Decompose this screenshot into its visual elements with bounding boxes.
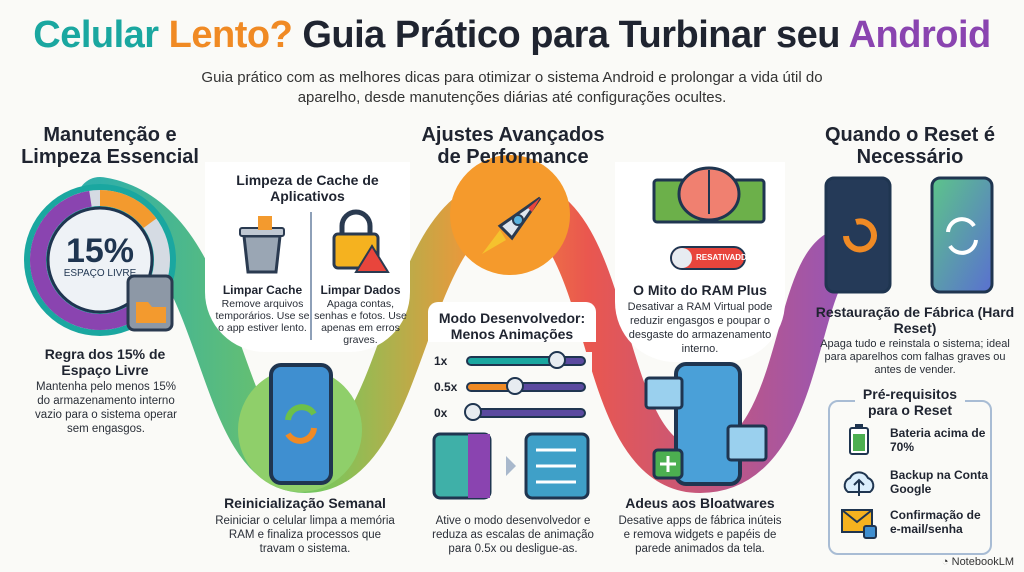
ram-plus-toggle[interactable]: RESATIVADD xyxy=(670,246,747,270)
slider-label: 0x xyxy=(434,406,448,420)
bloatware-phone-icon xyxy=(644,362,768,486)
gauge-label: ESPAÇO LIVRE xyxy=(63,268,137,279)
prereq-heading: Pré-requisitos para o Reset xyxy=(855,386,965,418)
reset-title: Restauração de Fábrica (Hard Reset) xyxy=(815,304,1015,336)
animation-slider-1x[interactable] xyxy=(466,351,586,369)
slider-label: 1x xyxy=(434,354,448,368)
dev-text: Ative o modo desenvolvedor e reduza as e… xyxy=(432,515,594,555)
sync-phone-icon xyxy=(930,176,994,294)
animation-sliders: 1x 0.5x 0x xyxy=(432,351,592,430)
maintenance-heading: Manutenção e Limpeza Essencial xyxy=(21,124,199,168)
clear-cache-title: Limpar Cache xyxy=(222,283,303,297)
toggle-label: RESATIVADD xyxy=(696,253,747,262)
bloat-text: Desative apps de fábrica inúteis e remov… xyxy=(618,515,782,555)
slider-thumb[interactable] xyxy=(506,377,524,395)
animation-transition-icon xyxy=(432,432,590,500)
lock-warning-icon xyxy=(332,209,390,273)
email-lock-icon xyxy=(841,509,877,539)
clear-data-title: Limpar Dados xyxy=(320,283,401,297)
divider xyxy=(310,212,312,340)
slider-thumb[interactable] xyxy=(464,403,482,421)
battery-icon xyxy=(849,424,869,455)
restart-phone-icon xyxy=(269,363,333,485)
restart-title: Reinicialização Semanal xyxy=(224,495,386,511)
page-title: Celular Lento? Guia Prático para Turbina… xyxy=(33,14,991,56)
slider-thumb[interactable] xyxy=(548,351,566,369)
toggle-thumb[interactable] xyxy=(672,248,692,268)
cloud-upload-icon xyxy=(843,471,875,496)
ram-title: O Mito do RAM Plus xyxy=(633,282,767,298)
animation-slider-0-5x[interactable] xyxy=(466,377,586,395)
prereq-item: Bateria acima de 70% xyxy=(890,426,986,454)
cache-heading: Limpeza de Cache de Aplicativos xyxy=(236,172,379,204)
dev-card xyxy=(428,302,596,342)
bloat-title: Adeus aos Bloatwares xyxy=(625,495,775,511)
ram-text: Desativar a RAM Virtual pode reduzir eng… xyxy=(627,301,773,355)
animation-slider-0x[interactable] xyxy=(464,403,586,421)
clear-cache-text: Remove arquivos temporários. Use se o ap… xyxy=(215,298,310,334)
rule-title: Regra dos 15% de Espaço Livre xyxy=(44,346,166,378)
prereq-item: Backup na Conta Google xyxy=(890,468,989,496)
notebooklm-logo: ◔ NotebookLM xyxy=(941,556,1014,568)
reset-phone-icon xyxy=(824,176,892,294)
rocket-circle xyxy=(450,155,570,275)
brand-label: NotebookLM xyxy=(951,556,1014,568)
trash-icon xyxy=(239,216,285,274)
prereq-item: Confirmação de e-mail/senha xyxy=(890,508,981,536)
restart-text: Reiniciar o celular limpa a memória RAM … xyxy=(215,515,395,555)
rocket-icon xyxy=(482,196,542,254)
dev-title: Modo Desenvolvedor: Menos Animações xyxy=(438,310,586,342)
gauge-value: 15% xyxy=(65,232,135,270)
clear-data-text: Apaga contas, senhas e fotos. Use apenas… xyxy=(314,298,407,346)
reset-text: Apaga tudo e reinstala o sistema; ideal … xyxy=(820,338,1010,376)
reset-heading: Quando o Reset é Necessário xyxy=(824,124,996,168)
ram-brain-icon xyxy=(652,166,766,224)
slider-label: 0.5x xyxy=(434,380,458,394)
storage-gauge xyxy=(24,184,176,336)
performance-heading: Ajustes Avançados de Performance xyxy=(421,124,605,168)
subtitle: Guia prático com as melhores dicas para … xyxy=(201,69,823,106)
rule-text: Mantenha pelo menos 15% do armazenamento… xyxy=(35,381,177,435)
